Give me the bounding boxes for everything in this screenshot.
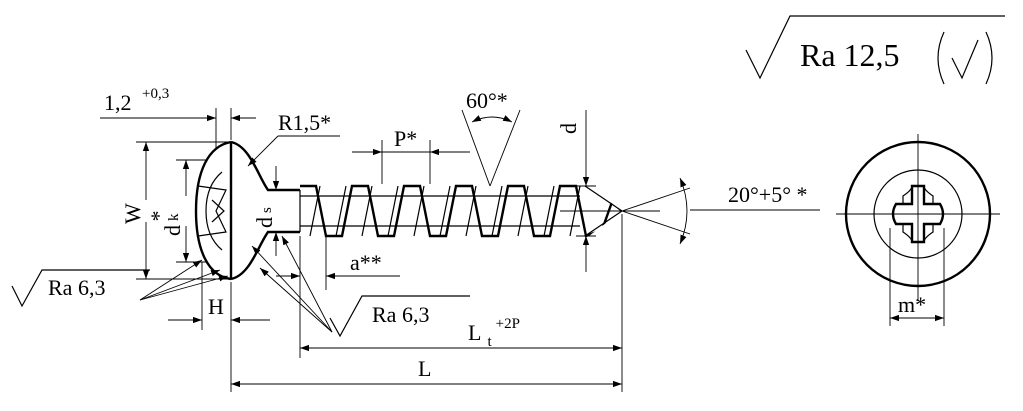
head-diameter-label: dk* — [146, 211, 185, 237]
thread-angle-label: 60°* — [466, 88, 508, 113]
roughness-head-symbol: Ra 6,3 — [11, 259, 229, 308]
shank-diameter-label: ds — [252, 207, 277, 228]
point-angle-label: 20°+5° * — [728, 182, 808, 207]
roughness-head-label: Ra 6,3 — [48, 275, 105, 300]
dim-point-angle: 20°+5° * — [621, 177, 820, 245]
screw-shank — [299, 184, 660, 238]
dim-major-diameter: d — [556, 110, 596, 272]
dim-pitch: P* — [352, 126, 470, 184]
general-roughness-label: Ra 12,5 — [800, 37, 900, 73]
total-length-label: L — [418, 356, 431, 381]
screw-head — [194, 140, 300, 281]
general-roughness-symbol: Ra 12,5 — [745, 15, 1005, 85]
thread-profile — [300, 184, 622, 238]
dim-radius: R1,5* — [247, 110, 340, 167]
roughness-shank-label: Ra 6,3 — [372, 302, 429, 327]
head-height-label: H — [208, 294, 224, 319]
dim-head-thickness: 1,2 +0,3 — [100, 86, 256, 150]
dim-total-length: L — [230, 330, 622, 392]
dim-unthreaded-length: a** — [276, 236, 400, 290]
unthreaded-length-label: a** — [350, 250, 382, 275]
dim-head-diameter: dk* — [146, 159, 206, 263]
head-top-view — [836, 134, 1000, 300]
head-thickness-tol: +0,3 — [142, 86, 169, 102]
pitch-label: P* — [394, 126, 417, 151]
roughness-shank-symbol: Ra 6,3 — [251, 235, 470, 338]
dim-thread-angle: 60°* — [461, 88, 521, 187]
washer-diameter-label: W — [120, 203, 145, 224]
dim-washer-diameter: W — [120, 141, 231, 280]
head-thickness-label: 1,2 — [104, 90, 132, 115]
radius-label: R1,5* — [278, 110, 331, 135]
recess-size-label: m* — [898, 292, 926, 317]
major-diameter-label: d — [556, 123, 581, 134]
dim-recess-size: m* — [889, 228, 945, 326]
dim-shank-diameter: ds — [252, 166, 280, 256]
dim-head-height: H — [168, 262, 270, 330]
